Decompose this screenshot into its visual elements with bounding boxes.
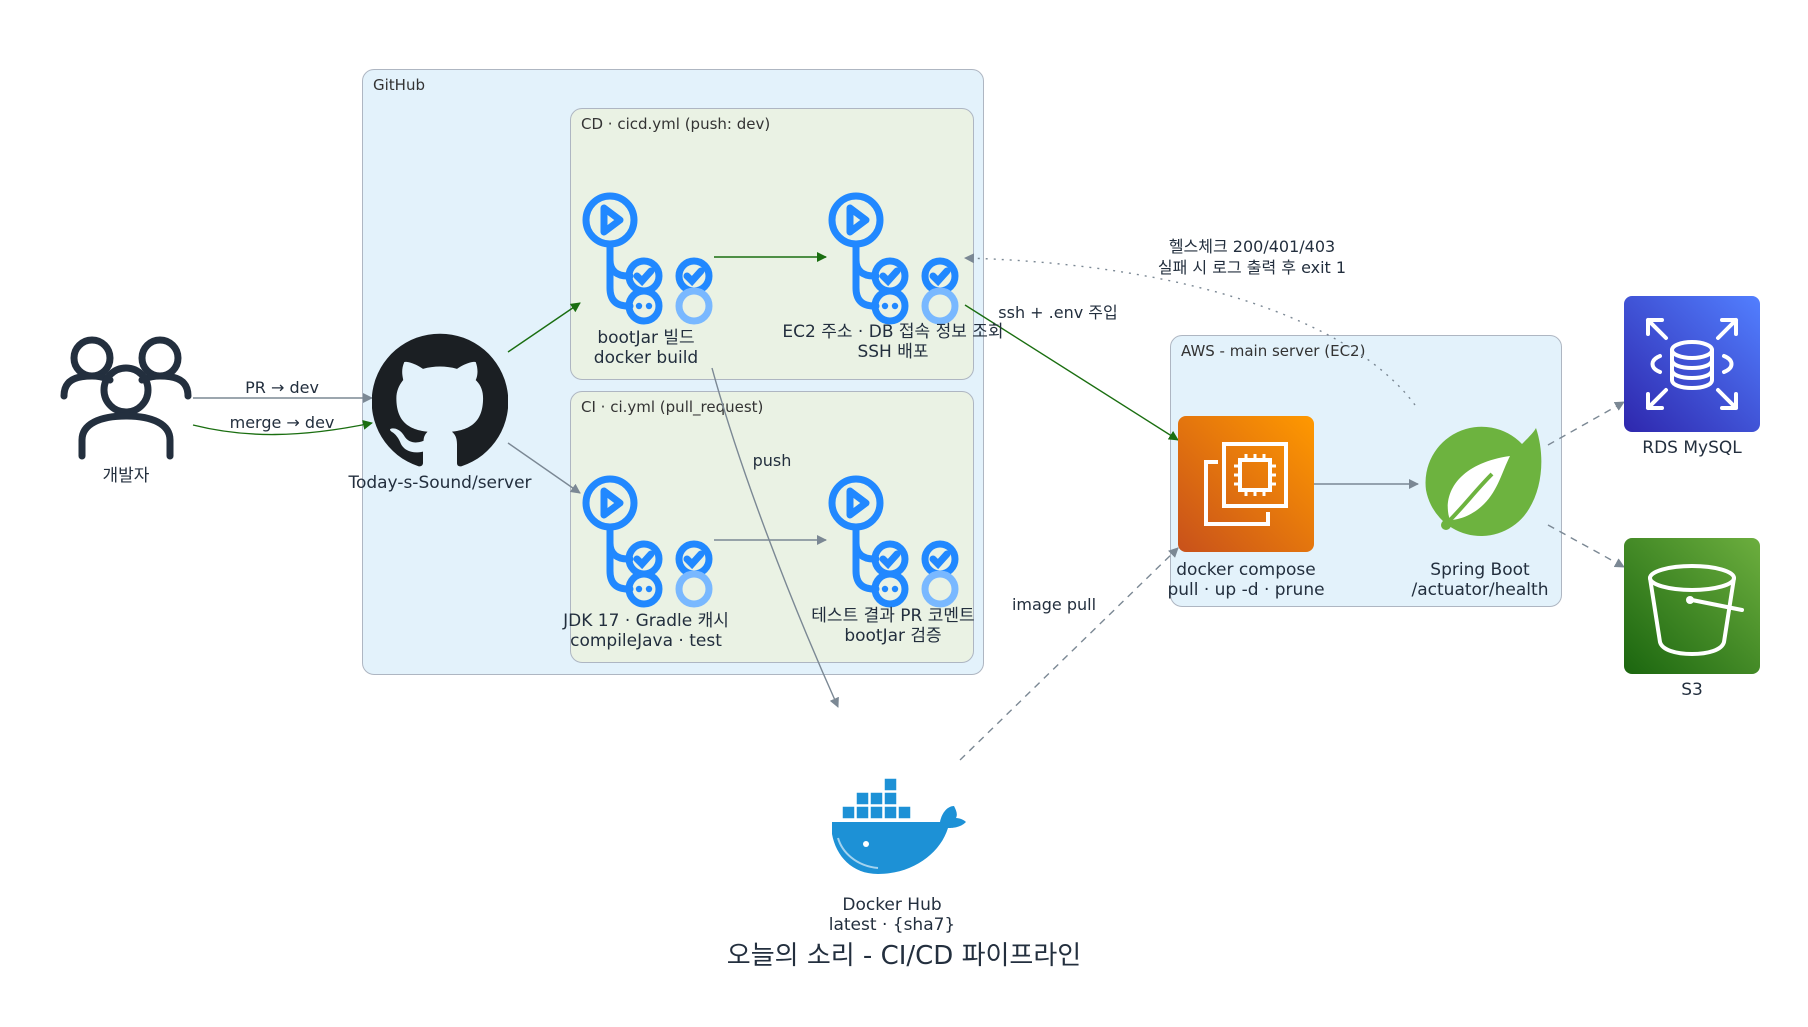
developer-label: 개발자 xyxy=(102,466,150,486)
aws-s3-icon xyxy=(1624,538,1760,674)
github-actions-workflow-icon xyxy=(582,192,713,325)
github-actions-workflow-icon xyxy=(828,192,959,325)
ci-report-label-line2: bootJar 검증 xyxy=(844,626,942,646)
docker-whale-icon xyxy=(832,777,966,874)
cd-build-label-line1: bootJar 빌드 xyxy=(597,328,695,348)
dockerhub-label-line2: latest · {sha7} xyxy=(828,915,956,935)
ci-build-label-line2: compileJava · test xyxy=(570,631,722,651)
cd-cluster-label: CD · cicd.yml (push: dev) xyxy=(581,115,771,133)
edge-healthcheck xyxy=(964,253,1416,406)
edge-merge xyxy=(192,419,373,436)
ci-build-label-line1: JDK 17 · Gradle 캐시 xyxy=(563,611,729,631)
aws-rds-icon xyxy=(1624,296,1760,432)
edge-repo-to-cd xyxy=(507,302,581,353)
cd-deploy-label-line2: SSH 배포 xyxy=(857,342,929,362)
spring-boot-icon xyxy=(1425,426,1542,537)
spring-label-line2: /actuator/health xyxy=(1411,580,1549,600)
rds-label: RDS MySQL xyxy=(1642,438,1742,458)
dockerhub-label: Docker Hub latest · {sha7} xyxy=(792,895,992,935)
cd-deploy-label: EC2 주소 · DB 접속 정보 조회 SSH 배포 xyxy=(768,322,1018,362)
cd-build-label-line2: docker build xyxy=(593,348,699,368)
github-actions-workflow-icon xyxy=(582,475,713,608)
diagram-title: 오늘의 소리 - CI/CD 파이프라인 xyxy=(726,941,1082,971)
edge-label-healthcheck: 헬스체크 200/401/403 실패 시 로그 출력 후 exit 1 xyxy=(1132,236,1372,278)
dockerhub-label-line1: Docker Hub xyxy=(842,895,942,915)
edge-label-healthcheck-line1: 헬스체크 200/401/403 xyxy=(1168,237,1336,256)
edge-label-ssh: ssh + .env 주입 xyxy=(998,303,1118,322)
edge-label-healthcheck-line2: 실패 시 로그 출력 후 exit 1 xyxy=(1157,258,1347,277)
cd-deploy-label-line1: EC2 주소 · DB 접속 정보 조회 xyxy=(782,322,1004,342)
s3-label: S3 xyxy=(1681,680,1703,700)
edge-spring-to-s3 xyxy=(1547,524,1625,568)
edge-ssh xyxy=(964,304,1179,441)
ci-report-label-line1: 테스트 결과 PR 코멘트 xyxy=(811,606,975,626)
cd-build-label: bootJar 빌드 docker build xyxy=(546,328,746,368)
aws-cluster-label: AWS - main server (EC2) xyxy=(1181,342,1366,360)
spring-label: Spring Boot /actuator/health xyxy=(1380,560,1580,600)
github-actions-workflow-icon xyxy=(828,475,959,608)
github-icon xyxy=(372,333,508,467)
ec2-label: docker compose pull · up -d · prune xyxy=(1146,560,1346,600)
github-cluster-label: GitHub xyxy=(373,76,425,94)
users-icon xyxy=(60,336,192,460)
edge-image-pull xyxy=(959,547,1179,761)
edge-push xyxy=(711,367,839,708)
ec2-label-line2: pull · up -d · prune xyxy=(1167,580,1325,600)
edge-label-push: push xyxy=(752,451,792,470)
ci-workflow-cluster: CI · ci.yml (pull_request) xyxy=(570,391,974,663)
ec2-label-line1: docker compose xyxy=(1176,560,1316,580)
edge-repo-to-ci xyxy=(507,442,581,494)
ci-report-label: 테스트 결과 PR 코멘트 bootJar 검증 xyxy=(793,606,993,646)
repo-label: Today-s-Sound/server xyxy=(348,473,532,493)
cd-workflow-cluster: CD · cicd.yml (push: dev) xyxy=(570,108,974,380)
spring-label-line1: Spring Boot xyxy=(1430,560,1530,580)
edge-label-image-pull: image pull xyxy=(1011,595,1097,614)
ci-build-label: JDK 17 · Gradle 캐시 compileJava · test xyxy=(546,611,746,651)
edge-label-merge: merge → dev xyxy=(229,413,335,432)
edge-label-pr: PR → dev xyxy=(245,378,319,397)
edge-spring-to-rds xyxy=(1547,401,1625,446)
aws-ec2-icon xyxy=(1178,416,1314,552)
ci-cluster-label: CI · ci.yml (pull_request) xyxy=(581,398,764,416)
